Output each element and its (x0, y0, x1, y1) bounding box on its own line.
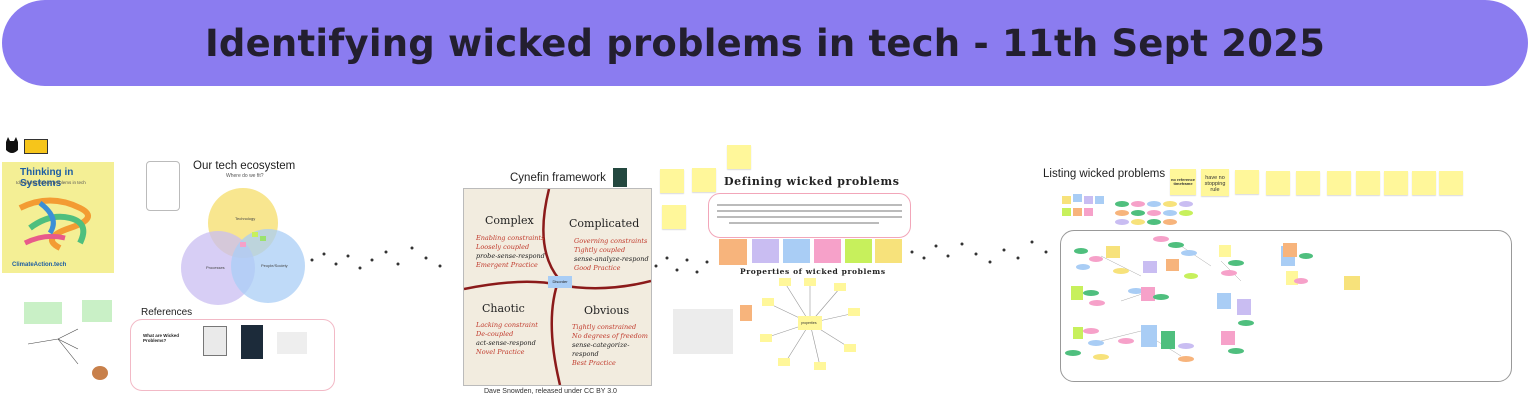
sticky-note[interactable] (660, 169, 684, 193)
property-note-orange[interactable] (740, 305, 752, 321)
property-card-blue[interactable] (783, 239, 810, 263)
sticky-note[interactable] (727, 145, 751, 169)
image-placeholder[interactable] (673, 309, 733, 354)
listing-title: Listing wicked problems (1043, 168, 1166, 180)
dotted-path-1 (310, 246, 442, 270)
ecosystem-note-card[interactable] (146, 161, 180, 211)
quadrant-chaotic-name: Chaotic (482, 302, 525, 315)
sticky-note[interactable] (1235, 170, 1259, 194)
ecosystem-subtitle: Where do we fit? (226, 173, 264, 179)
sticky-note[interactable] (662, 205, 686, 229)
quadrant-obvious-name: Obvious (584, 304, 630, 317)
reference-placeholder[interactable] (277, 332, 307, 354)
reference-book-cover[interactable] (241, 325, 263, 359)
page-title: Identifying wicked problems in tech - 11… (204, 21, 1326, 65)
references-title: References (141, 307, 193, 318)
property-card-green[interactable] (845, 239, 872, 263)
venn-label-technology: Technology (235, 216, 256, 221)
sticky-note[interactable] (1356, 171, 1380, 195)
properties-spider-diagram[interactable] (760, 278, 860, 370)
properties-title: Properties of wicked problems (740, 267, 886, 276)
sticky-note[interactable] (1439, 171, 1463, 195)
snail-icon (92, 366, 108, 380)
property-card-purple[interactable] (752, 239, 779, 263)
thinking-card-footer: ClimateAction.tech (12, 262, 67, 268)
dotted-path-3 (910, 240, 1048, 264)
thinking-card-subtitle: Identifying wicked problems in tech (16, 180, 86, 185)
wicked-problems-board[interactable] (1060, 230, 1512, 382)
venn-label-processes: Processes (206, 265, 225, 270)
sticky-note[interactable] (1296, 171, 1320, 195)
sticky-note[interactable] (692, 168, 716, 192)
properties-center-node: properties (801, 321, 817, 325)
references-card-heading: What are Wicked Problems? (143, 333, 179, 343)
sticky-note[interactable] (1384, 171, 1408, 195)
colour-legend-chips (1062, 194, 1104, 216)
property-card-orange[interactable] (719, 239, 747, 265)
sticky-note[interactable] (1412, 171, 1436, 195)
references-frame[interactable]: What are Wicked Problems? (130, 319, 335, 391)
defining-title: Defining wicked problems (724, 175, 900, 188)
venn-label-people: People/Society (261, 263, 288, 268)
cynefin-book-icon (613, 168, 627, 187)
quadrant-complicated-name: Complicated (569, 217, 640, 230)
property-card-yellow[interactable] (875, 239, 902, 263)
thinking-card[interactable]: Thinking in Systems Identifying wicked p… (2, 162, 114, 273)
sticky-no-reference-timeframe[interactable]: no reference timeframe (1170, 169, 1196, 195)
disorder-box: Disorder (548, 276, 572, 288)
property-card-pink[interactable] (814, 239, 841, 263)
sticky-note[interactable] (1327, 171, 1351, 195)
definition-quote-box[interactable] (708, 193, 911, 238)
reference-thumbnail-1[interactable] (203, 326, 227, 356)
mini-mindmap[interactable] (18, 296, 113, 384)
ecosystem-title: Our tech ecosystem (193, 160, 296, 172)
thinking-card-title: Thinking in Systems (20, 167, 74, 189)
sticky-no-stopping-rule[interactable]: have no stopping rule (1201, 169, 1229, 196)
dotted-path-2 (654, 256, 709, 274)
sticker-icon (24, 139, 48, 154)
cat-icon (4, 136, 20, 156)
cynefin-caption: Dave Snowden, released under CC BY 3.0 (484, 388, 617, 395)
quadrant-complex-name: Complex (485, 214, 534, 227)
category-tags (1115, 201, 1193, 225)
title-banner: Identifying wicked problems in tech - 11… (2, 0, 1528, 86)
ecosystem-venn[interactable] (180, 180, 310, 305)
cynefin-title: Cynefin framework (510, 172, 606, 184)
sticky-note[interactable] (1266, 171, 1290, 195)
loops-illustration (18, 197, 91, 251)
